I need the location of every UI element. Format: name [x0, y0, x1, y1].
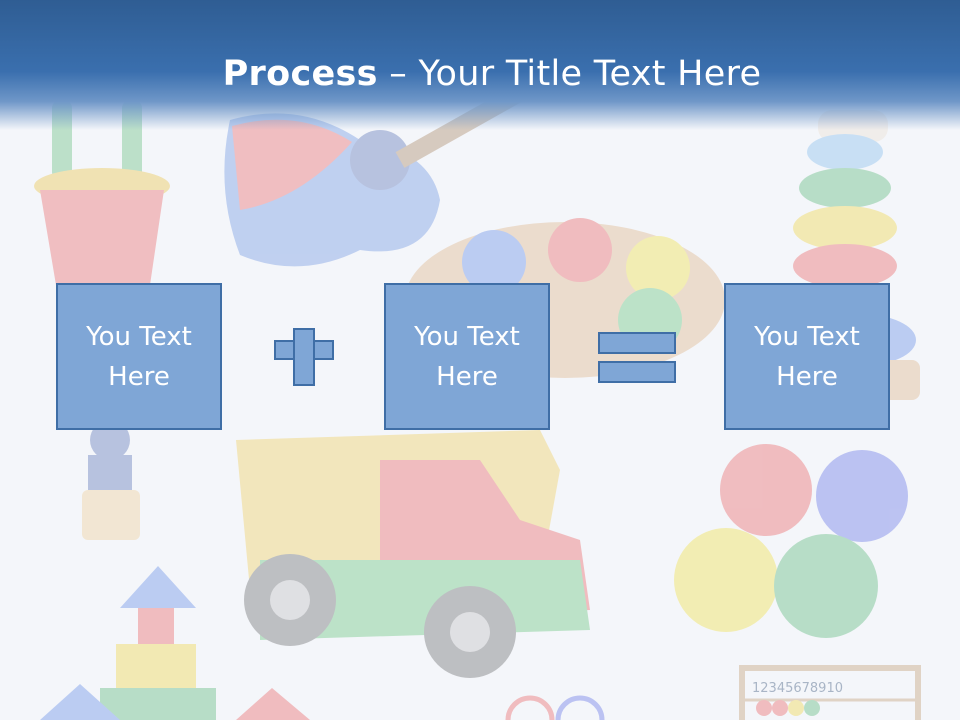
equals-icon-top-bar — [598, 332, 676, 354]
abacus-illustration — [739, 665, 921, 720]
title-bold-word: Process — [222, 54, 378, 94]
rings-illustration — [505, 695, 605, 720]
slide-title: Process – Your Title Text Here — [0, 52, 960, 96]
title-bar — [0, 0, 960, 130]
dump-truck-illustration — [236, 430, 590, 678]
title-rest: – Your Title Text Here — [377, 54, 762, 94]
process-box-1[interactable]: You Text Here — [56, 283, 222, 430]
abacus-numbers: 12345678910 — [752, 681, 843, 696]
process-box-3[interactable]: You Text Here — [724, 283, 890, 430]
process-box-2[interactable]: You Text Here — [384, 283, 550, 430]
plus-icon-center — [295, 342, 313, 358]
blocks-illustration — [40, 566, 310, 720]
figure-toy-illustration — [82, 420, 140, 540]
paint-jars-illustration — [674, 444, 908, 638]
equals-icon-bottom-bar — [598, 361, 676, 383]
